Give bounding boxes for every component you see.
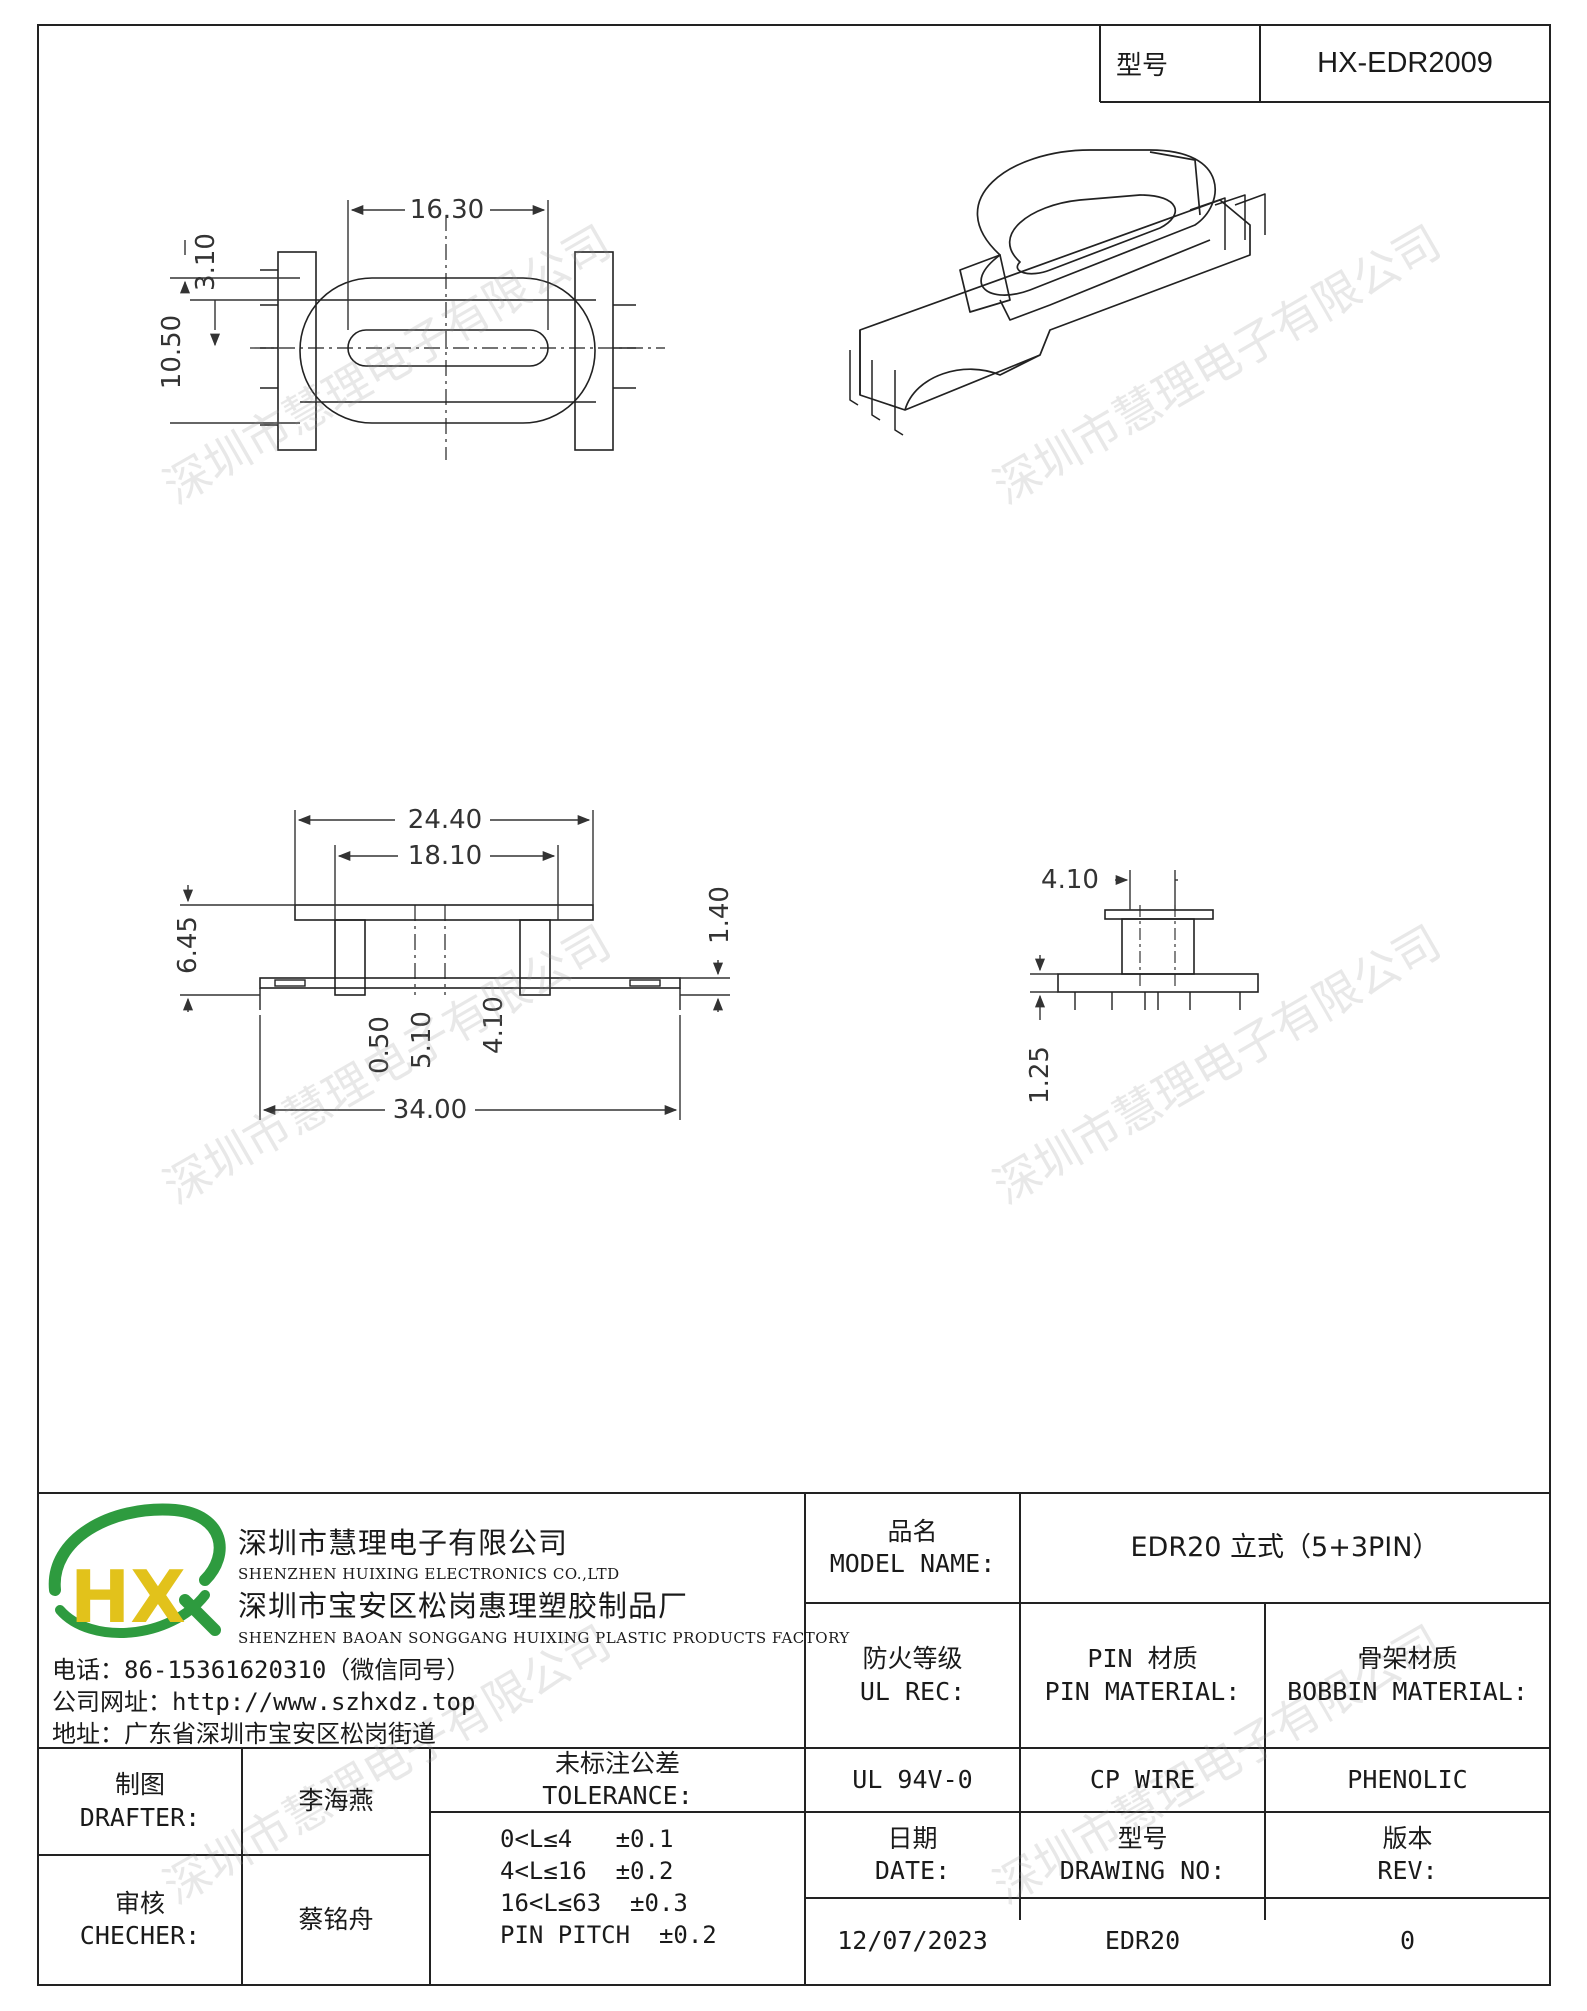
header-model-label: 型号 bbox=[1116, 51, 1169, 81]
bobbin-material-label: 骨架材质 BOBBIN MATERIAL: bbox=[1287, 1644, 1528, 1706]
company-logo: HX bbox=[48, 1503, 226, 1639]
company-website: 公司网址：http://www.szhxdz.top bbox=[52, 1688, 476, 1716]
top-view bbox=[250, 215, 665, 460]
dim-0-50: 0.50 bbox=[365, 1016, 395, 1074]
dim-end-4-10: 4.10 bbox=[1041, 865, 1099, 895]
side-view-dimensions bbox=[180, 810, 730, 1120]
end-view-dimensions bbox=[1030, 870, 1178, 1020]
rev-label: 版本 REV: bbox=[1377, 1823, 1438, 1886]
factory-name-cn: 深圳市宝安区松岗惠理塑胶制品厂 bbox=[238, 1589, 689, 1623]
dim-10-50: 10.50 bbox=[157, 315, 187, 389]
side-view-labels: 24.40 18.10 6.45 1.40 0.50 5.10 4.10 34.… bbox=[173, 805, 735, 1125]
checker-label: 审核 CHECHER: bbox=[79, 1888, 201, 1951]
tolerance-line: 4<L≤16 ±0.2 bbox=[500, 1857, 674, 1885]
date-value: 12/07/2023 bbox=[837, 1926, 988, 1956]
dim-18-10: 18.10 bbox=[408, 841, 482, 871]
dim-16-30: 16.30 bbox=[410, 195, 484, 225]
tolerance-line: 16<L≤63 ±0.3 bbox=[500, 1889, 688, 1917]
pin-material-value: CP WIRE bbox=[1089, 1764, 1196, 1794]
drafter-value: 李海燕 bbox=[298, 1786, 374, 1816]
dim-5-10: 5.10 bbox=[407, 1011, 437, 1069]
drawing-no-value: EDR20 bbox=[1104, 1926, 1181, 1956]
tolerance-line: 0<L≤4 ±0.1 bbox=[500, 1825, 674, 1853]
factory-name-en: SHENZHEN BAOAN SONGGANG HUIXING PLASTIC … bbox=[238, 1629, 850, 1647]
dim-24-40: 24.40 bbox=[408, 805, 482, 835]
dim-1-25: 1.25 bbox=[1025, 1046, 1055, 1104]
logo-h: HX bbox=[70, 1555, 186, 1639]
company-name-en: SHENZHEN HUIXING ELECTRONICS CO.,LTD bbox=[238, 1565, 620, 1583]
tolerance-label: 未标注公差 TOLERANCE: bbox=[542, 1748, 693, 1811]
end-view bbox=[1057, 905, 1259, 1010]
end-view-labels: 4.10 1.25 bbox=[1025, 865, 1099, 1104]
tolerance-line: PIN PITCH ±0.2 bbox=[500, 1921, 717, 1949]
drafter-label: 制图 DRAFTER: bbox=[79, 1770, 201, 1832]
top-view-dimensions bbox=[170, 200, 549, 424]
pin-material-label: PIN 材质 PIN MATERIAL: bbox=[1044, 1644, 1241, 1706]
dim-3-10: 3.10 bbox=[191, 233, 221, 291]
rev-value: 0 bbox=[1399, 1926, 1416, 1956]
company-name-cn: 深圳市慧理电子有限公司 bbox=[238, 1526, 569, 1560]
dim-6-45: 6.45 bbox=[173, 916, 203, 974]
top-view-labels: 16.30 3.10 10.50 bbox=[157, 195, 484, 389]
dim-1-40: 1.40 bbox=[705, 886, 735, 944]
sheet-frame bbox=[37, 24, 1551, 1986]
ul-rec-label: 防火等级 UL REC: bbox=[859, 1644, 966, 1706]
company-address: 地址：广东省深圳市宝安区松岗街道 bbox=[52, 1720, 436, 1748]
drawing-no-label: 型号 DRAWING NO: bbox=[1059, 1823, 1226, 1886]
checker-value: 蔡铭舟 bbox=[298, 1904, 374, 1934]
company-phone: 电话：86-15361620310（微信同号） bbox=[52, 1656, 471, 1684]
dim-4-10: 4.10 bbox=[479, 996, 509, 1054]
model-name-value: EDR20 立式（5+3PIN） bbox=[1130, 1532, 1440, 1564]
header-model-value: HX-EDR2009 bbox=[1317, 47, 1493, 79]
ul-value: UL 94V-0 bbox=[852, 1764, 973, 1794]
date-label: 日期 DATE: bbox=[874, 1823, 951, 1886]
dim-34-00: 34.00 bbox=[393, 1095, 467, 1125]
isometric-view bbox=[849, 149, 1266, 436]
model-name-label: 品名 MODEL NAME: bbox=[829, 1516, 996, 1579]
bobbin-material-value: PHENOLIC bbox=[1347, 1764, 1468, 1794]
side-view bbox=[259, 904, 681, 1010]
